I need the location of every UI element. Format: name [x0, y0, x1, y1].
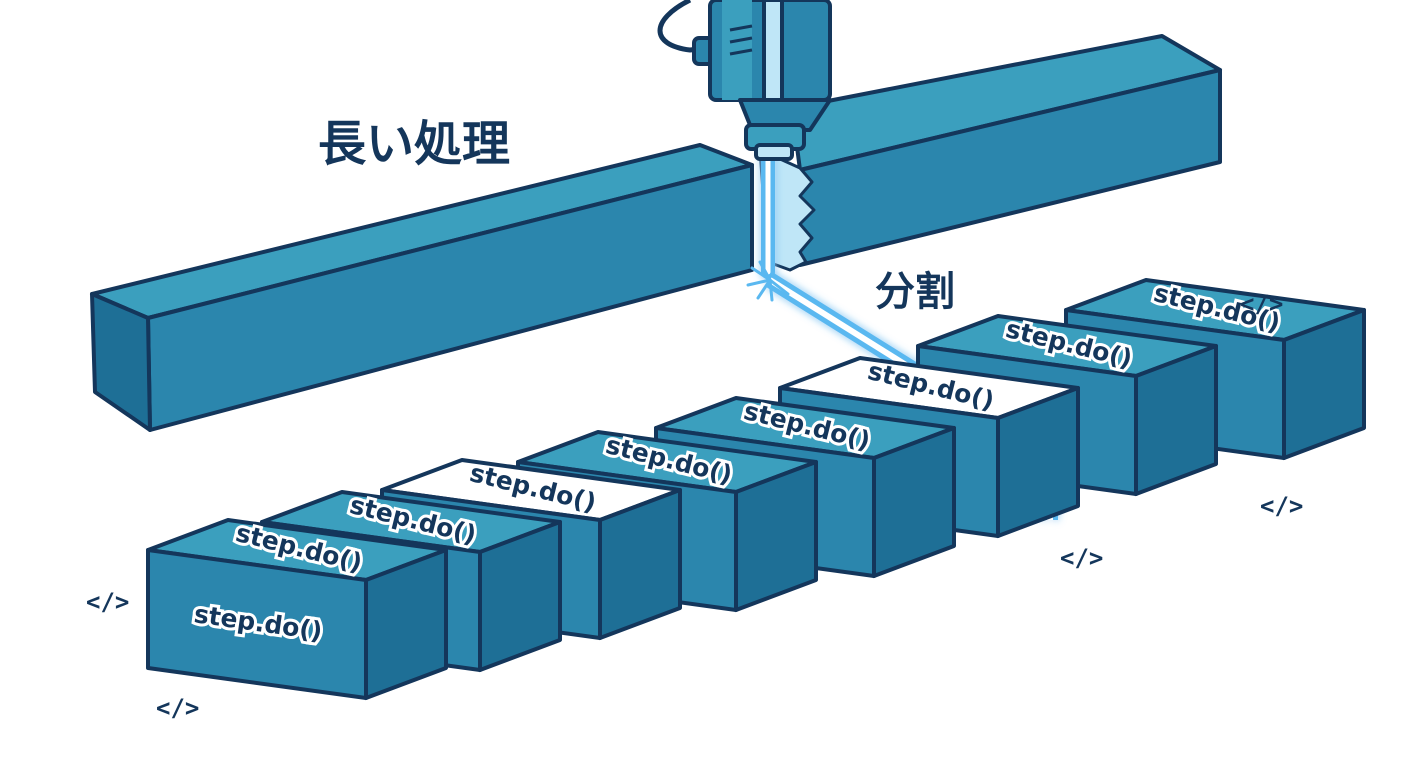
code-icon: </> — [1060, 544, 1103, 572]
diagram-title: 長い処理 — [318, 116, 510, 172]
step-blocks: step.do()step.do()step.do()step.do()step… — [146, 275, 1366, 700]
code-icon: </> — [1260, 492, 1303, 520]
code-icon: </> — [156, 694, 199, 722]
code-icon: </> — [1240, 290, 1283, 318]
block-front-face — [146, 548, 368, 700]
laser-cutter-icon — [657, 0, 832, 161]
spark-icon — [746, 260, 790, 302]
step-block: step.do()step.do() — [146, 515, 448, 700]
long-bar-left — [90, 143, 754, 432]
code-icon: </> — [86, 588, 129, 616]
split-label: 分割 — [875, 269, 955, 315]
long-bar-right — [790, 34, 1222, 267]
